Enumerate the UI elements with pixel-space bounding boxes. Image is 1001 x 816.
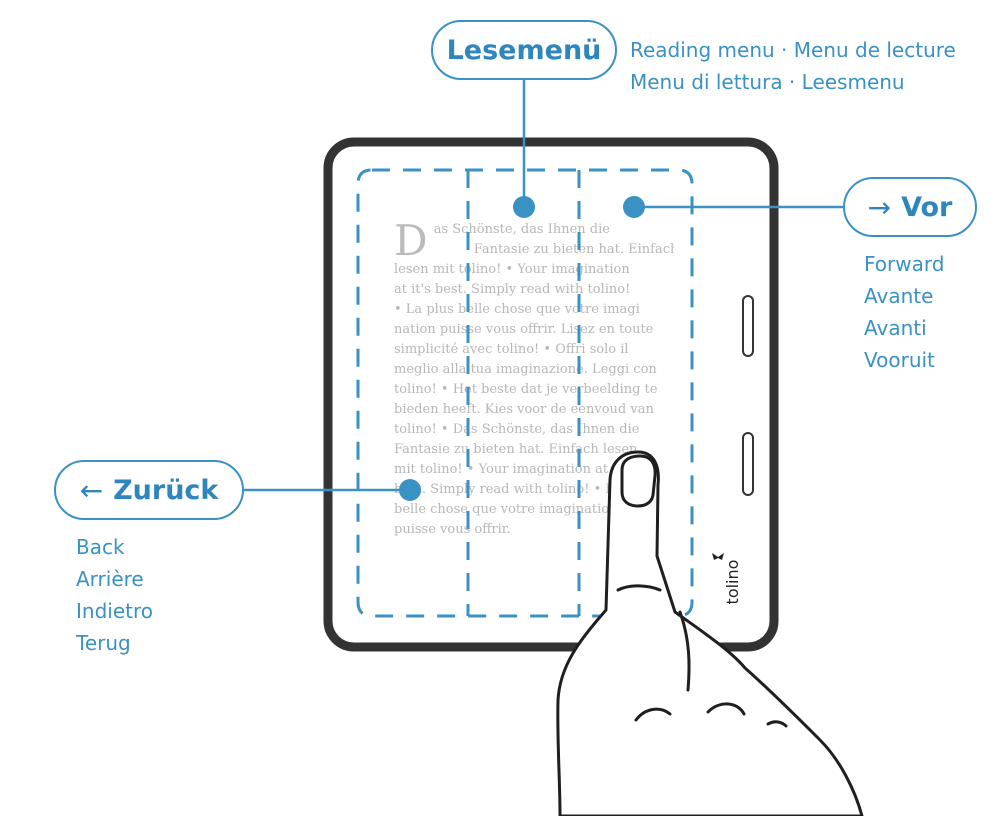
forward-tap-point[interactable] (623, 196, 645, 218)
drop-cap: D (394, 216, 428, 265)
page-line: bieden heeft. Kies voor de eenvoud van (394, 402, 654, 417)
forward-text: Vor (901, 191, 953, 223)
translation-line: Terug (76, 631, 131, 655)
page-line: belle chose que votre imagination (394, 502, 618, 517)
forward-label: → Vor (843, 177, 977, 237)
page-line: mit tolino! • Your imagination at (394, 462, 609, 477)
translation-line: Vooruit (864, 348, 935, 372)
translation-line: Arrière (76, 567, 144, 591)
page-line: puisse vous offrir. (394, 522, 511, 537)
hand-icon (556, 450, 864, 816)
device-frame (323, 137, 779, 652)
page-line: Fantasie zu bieten hat. Einfach lesen (394, 442, 638, 457)
reading-menu-label: Lesemenü (431, 20, 617, 80)
page-turn-button (742, 432, 754, 496)
translation-line: Avante (864, 284, 934, 308)
tap-zone-outer[interactable] (356, 168, 694, 618)
page-line: simplicité avec tolino! • Offri solo il (394, 342, 629, 357)
page-line: as Schönste, das Ihnen die (433, 222, 610, 237)
translation-line: Menu di lettura · Leesmenu (630, 70, 905, 94)
page-line: meglio alla tua imaginazione. Leggi con (394, 362, 657, 377)
power-button (742, 295, 754, 357)
book-page-text: D as Schönste, das Ihnen die Fantasie zu… (394, 220, 674, 540)
back-text: Zurück (113, 474, 219, 506)
page-line: at it's best. Simply read with tolino! (394, 282, 631, 297)
translation-line: Indietro (76, 599, 153, 623)
menu-tap-point[interactable] (513, 196, 535, 218)
forward-translations: Forward Avante Avanti Vooruit (864, 248, 944, 376)
tolino-logo-icon (712, 553, 724, 560)
page-line: nation puisse vous offrir. Lisez en tout… (394, 322, 654, 337)
reading-menu-text: Lesemenü (446, 34, 602, 66)
page-line: lesen mit tolino! • Your imagination (394, 262, 630, 277)
translation-line: Back (76, 535, 125, 559)
page-line: Fantasie zu bieten hat. Einfach (473, 242, 674, 257)
arrow-right-icon: → (867, 190, 892, 224)
back-translations: Back Arrière Indietro Terug (76, 531, 153, 659)
back-label: ← Zurück (54, 460, 244, 520)
arrow-left-icon: ← (79, 473, 104, 507)
translation-line: Forward (864, 252, 945, 276)
translation-line: Reading menu · Menu de lecture (630, 38, 956, 62)
reading-menu-translations: Reading menu · Menu de lecture Menu di l… (630, 34, 956, 98)
page-line: best. Simply read with tolino! • La (394, 482, 622, 497)
back-tap-point[interactable] (399, 479, 421, 501)
page-line: tolino! • Het beste dat je verbeelding t… (394, 382, 658, 397)
translation-line: Avanti (864, 316, 927, 340)
